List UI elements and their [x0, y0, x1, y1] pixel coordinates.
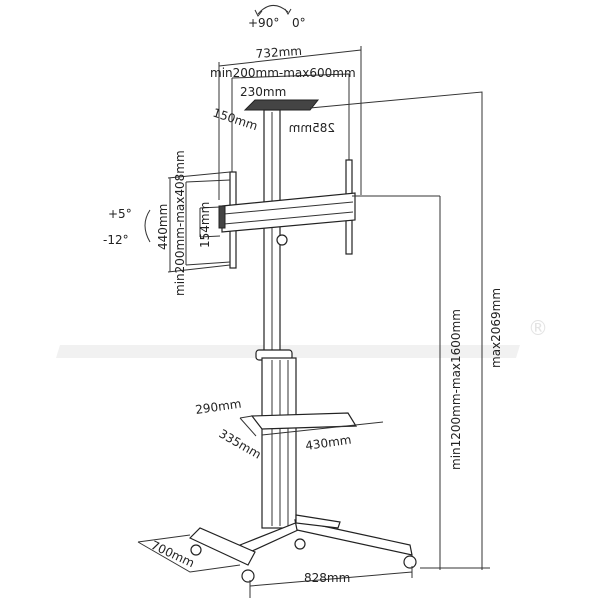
overall-width-label: 732mm	[255, 44, 302, 61]
tilt-up: +5°	[108, 207, 132, 221]
shelf-side-label: 335mm	[217, 426, 264, 461]
shelf-width-label: 430mm	[304, 433, 352, 453]
base-left-leg	[188, 527, 256, 566]
arrowheads-icon	[254, 8, 292, 17]
watermark: ®	[56, 316, 548, 358]
bracket-height-label: 440mm	[156, 204, 170, 250]
top-plate	[243, 99, 320, 111]
top-plate-height-label: 285mm	[289, 121, 335, 135]
top-plate-width-label: 230mm	[240, 85, 286, 99]
height-lines	[352, 92, 490, 570]
base-width-line	[249, 566, 413, 598]
vesa-horizontal-line	[231, 73, 350, 175]
lower-pole	[261, 357, 297, 529]
crossbar-height-line	[199, 206, 221, 238]
base-depth-line	[137, 534, 241, 573]
base-width-label: 828mm	[304, 571, 350, 585]
vesa-horizontal-label: min200mm-max600mm	[210, 66, 356, 80]
caster-wheel	[241, 569, 255, 583]
tilt-hinge	[218, 205, 226, 229]
shelf-depth-label: 290mm	[194, 397, 242, 417]
top-height-line	[309, 91, 483, 109]
rotation-zero: 0°	[292, 16, 306, 30]
shelf	[250, 412, 358, 430]
rotation-arrow-icon	[257, 5, 289, 15]
base-depth-label: 700mm	[149, 538, 197, 570]
bracket-height-line	[167, 171, 231, 273]
registered-mark: ®	[528, 316, 548, 340]
base-back-leg	[295, 514, 341, 529]
adjust-knob	[276, 234, 288, 246]
tilt-down: -12°	[103, 233, 129, 247]
vesa-vertical-line	[185, 179, 231, 266]
tilt-arrow-icon	[144, 209, 151, 243]
vesa-vertical-label: min200mm-max408mm	[173, 150, 187, 296]
overall-width-line	[218, 46, 362, 200]
caster-wheel	[403, 555, 417, 569]
shelf-dimension-lines	[239, 415, 384, 437]
crossbar-height-label: 154mm	[198, 202, 212, 248]
base-right-leg	[294, 519, 413, 556]
caster-wheel	[190, 544, 202, 556]
rotation-positive: +90°	[248, 16, 279, 30]
caster-wheel	[294, 538, 306, 550]
max-height-label: max2069mm	[489, 288, 503, 368]
height-range-label: min1200mm-max1600mm	[449, 309, 463, 470]
